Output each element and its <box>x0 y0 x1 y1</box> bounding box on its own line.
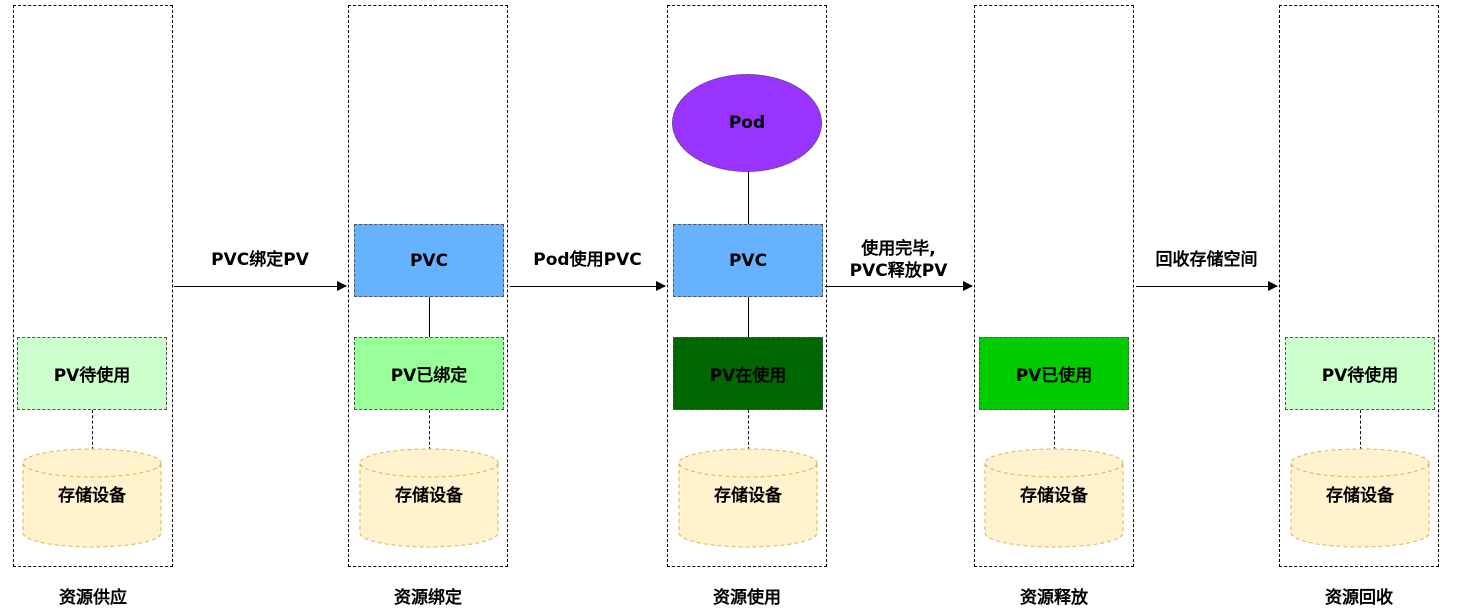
pvc-pv-connector <box>429 297 430 337</box>
pod-ellipse: Pod <box>672 74 822 172</box>
arrow-release-label-line2: PVC释放PV <box>849 261 948 281</box>
storage-cylinder: 存储设备 <box>1290 448 1430 548</box>
pv-bound-box: PV已绑定 <box>354 337 504 410</box>
storage-label: 存储设备 <box>395 486 463 506</box>
arrow-release <box>825 281 973 291</box>
arrow-use <box>510 281 666 291</box>
pod-pvc-connector <box>748 172 749 224</box>
storage-cylinder: 存储设备 <box>678 448 818 548</box>
storage-label: 存储设备 <box>1020 486 1088 506</box>
stage-using-label: 资源使用 <box>713 588 781 608</box>
storage-cylinder: 存储设备 <box>359 448 499 548</box>
storage-cylinder: 存储设备 <box>984 448 1124 548</box>
arrow-bind-label: PVC绑定PV <box>211 250 309 270</box>
storage-label: 存储设备 <box>714 486 782 506</box>
arrow-reclaim <box>1136 281 1278 291</box>
storage-label: 存储设备 <box>1326 486 1394 506</box>
arrow-release-label-line1: 使用完毕, <box>861 239 936 259</box>
stage-provisioning-container <box>13 5 173 567</box>
stage-releasing-label: 资源释放 <box>1020 588 1088 608</box>
pvc-box: PVC <box>673 224 823 297</box>
arrow-bind <box>174 281 347 291</box>
pv-storage-connector <box>92 410 93 450</box>
arrow-reclaim-label: 回收存储空间 <box>1155 250 1258 270</box>
stage-reclaiming-container <box>1279 5 1439 567</box>
pv-available-box: PV待使用 <box>17 337 167 410</box>
pv-released-box: PV已使用 <box>979 337 1129 410</box>
pvc-box: PVC <box>354 224 504 297</box>
storage-cylinder: 存储设备 <box>22 448 162 548</box>
stage-reclaiming-label: 资源回收 <box>1325 588 1393 608</box>
pv-storage-connector <box>748 410 749 450</box>
pvc-pv-connector <box>748 297 749 337</box>
arrow-use-label: Pod使用PVC <box>533 250 642 270</box>
pv-storage-connector <box>1054 410 1055 450</box>
pv-in-use-box: PV在使用 <box>673 337 823 410</box>
storage-label: 存储设备 <box>58 486 126 506</box>
pv-storage-connector <box>429 410 430 450</box>
pv-storage-connector <box>1360 410 1361 450</box>
arrow-release-label: 使用完毕, PVC释放PV <box>825 238 972 282</box>
pv-available-box: PV待使用 <box>1285 337 1435 410</box>
stage-binding-container <box>348 5 508 567</box>
stage-provisioning-label: 资源供应 <box>59 588 127 608</box>
stage-binding-label: 资源绑定 <box>394 588 462 608</box>
stage-releasing-container <box>974 5 1134 567</box>
